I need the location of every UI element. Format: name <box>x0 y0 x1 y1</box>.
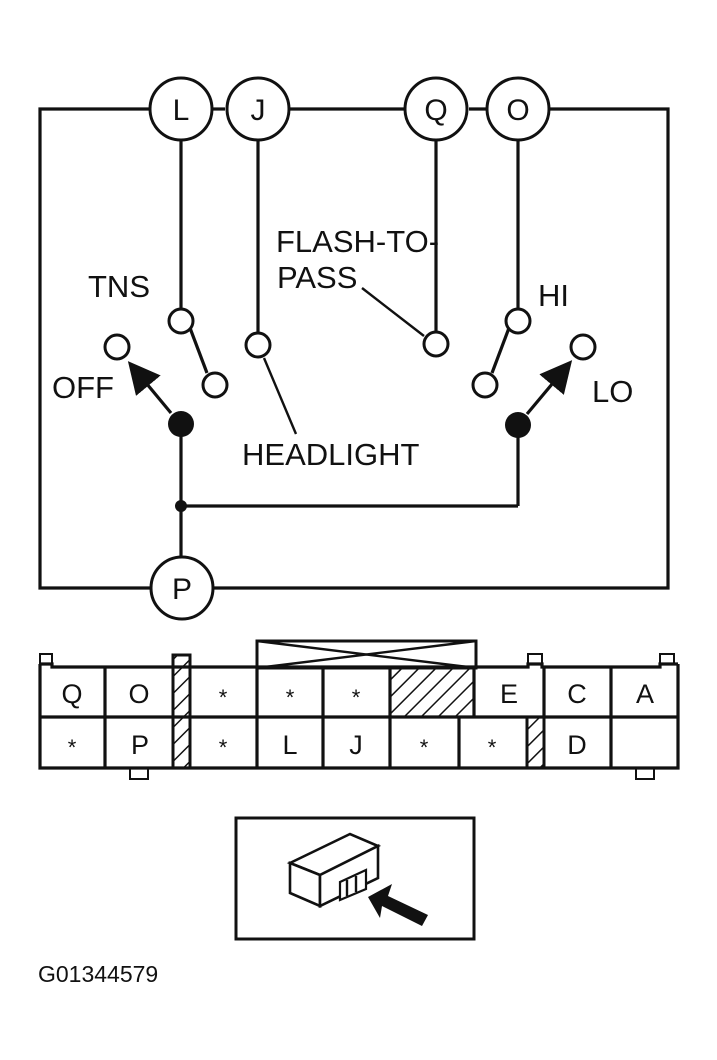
junction-dot <box>175 500 187 512</box>
cell-bottom-6: * <box>420 735 429 760</box>
terminal-q: Q <box>403 76 469 142</box>
hi-contact-lower <box>471 371 499 399</box>
right-switch-pivot <box>505 412 531 438</box>
right-switch <box>471 307 597 506</box>
connector-face: Q O * * * E C A * P * L J * * D <box>38 639 680 780</box>
terminal-wires <box>179 140 520 333</box>
terminal-q-label: Q <box>424 94 447 127</box>
cell-bottom-7: * <box>488 735 497 760</box>
cell-top-6: E <box>500 679 518 709</box>
cell-top-3: * <box>219 685 228 710</box>
cell-top-1: Q <box>61 679 82 709</box>
figure-code: G01344579 <box>38 961 158 987</box>
left-switch <box>103 307 229 576</box>
connector-block-icon <box>286 832 382 909</box>
hi-label: HI <box>538 278 569 313</box>
junction-wire <box>175 500 518 512</box>
cell-bottom-8: D <box>567 730 587 760</box>
cell-top-7: C <box>567 679 587 709</box>
cell-top-5: * <box>352 685 361 710</box>
cell-top-2: O <box>128 679 149 709</box>
headlight-and-pass-contacts <box>244 287 450 435</box>
terminal-j-label: J <box>251 94 266 127</box>
cell-top-8: A <box>636 679 654 709</box>
tns-label: TNS <box>88 269 150 304</box>
outer-frame-wire <box>38 107 670 590</box>
flash-to-pass-label-line1: FLASH-TO- <box>276 224 439 259</box>
tns-contact-lower <box>201 371 229 399</box>
terminal-o-label: O <box>506 94 529 127</box>
lo-contact <box>569 333 597 361</box>
cell-bottom-4: L <box>282 730 297 760</box>
cell-bottom-5: J <box>349 730 363 760</box>
off-label: OFF <box>52 370 114 405</box>
cell-top-4: * <box>286 685 295 710</box>
left-switch-pivot <box>168 411 194 437</box>
hi-contact <box>504 307 532 335</box>
lo-label: LO <box>592 374 633 409</box>
terminal-l-label: L <box>173 94 190 127</box>
terminal-p-label: P <box>172 573 192 606</box>
terminal-l: L <box>148 76 214 142</box>
flash-to-pass-contact <box>422 330 450 358</box>
terminal-o: O <box>485 76 551 142</box>
headlight-label: HEADLIGHT <box>242 437 419 472</box>
tns-contact <box>167 307 195 335</box>
flash-to-pass-label-line2: PASS <box>277 260 357 295</box>
terminal-p: P <box>149 555 215 621</box>
cell-bottom-2: P <box>131 730 149 760</box>
cell-bottom-1: * <box>68 735 77 760</box>
terminal-j: J <box>225 76 291 142</box>
headlight-contact <box>244 331 272 359</box>
insertion-arrow-icon <box>368 884 428 926</box>
off-contact <box>103 333 131 361</box>
cell-bottom-3: * <box>219 735 228 760</box>
connector-locator-view <box>234 816 476 941</box>
